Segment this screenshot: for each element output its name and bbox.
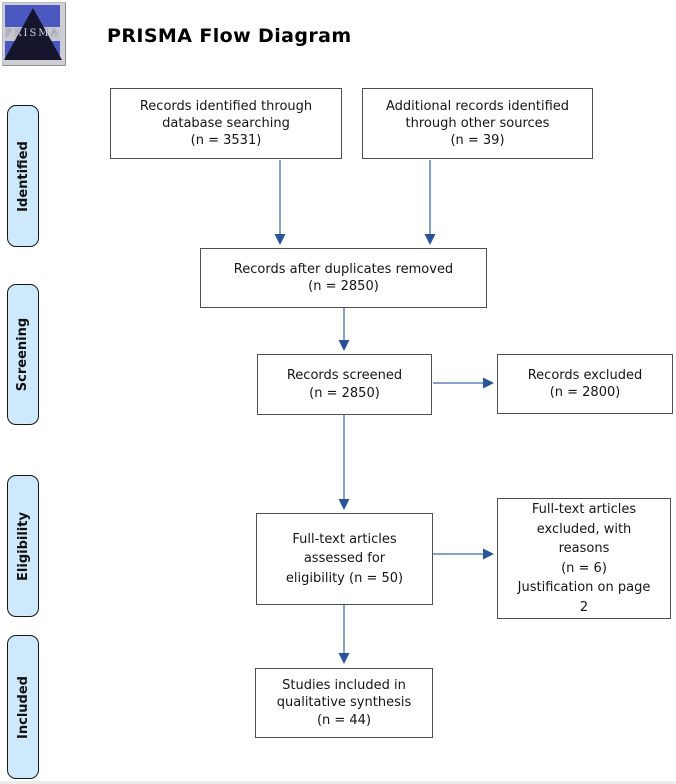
flow-box-text: Records excluded (n = 2800) xyxy=(527,367,643,400)
flow-box-text: Full-text articles assessed for eligibil… xyxy=(285,531,404,586)
flow-box-records-screened: Records screened (n = 2850) xyxy=(257,354,432,415)
stage-label-identified: Identified xyxy=(7,105,39,247)
flow-box-fulltext-excluded: Full-text articles excluded, with reason… xyxy=(497,498,671,619)
flow-box-text: Full-text articles excluded, with reason… xyxy=(517,502,651,615)
flow-box-text: Studies included in qualitative synthesi… xyxy=(276,678,412,728)
prisma-logo: PRISMA xyxy=(2,2,66,66)
flow-box-records-excluded: Records excluded (n = 2800) xyxy=(497,354,673,414)
flow-box-records-after-duplicates-removed: Records after duplicates removed (n = 28… xyxy=(200,248,487,308)
flow-box-records-identified-database: Records identified through database sear… xyxy=(110,88,342,159)
flow-box-studies-included-qualitative: Studies included in qualitative synthesi… xyxy=(255,668,433,738)
prisma-logo-text: PRISMA xyxy=(5,28,60,39)
stage-label-text: Included xyxy=(15,675,31,739)
page-title: PRISMA Flow Diagram xyxy=(107,25,352,47)
stage-label-screening: Screening xyxy=(7,284,39,425)
flow-box-additional-records-other-sources: Additional records identified through ot… xyxy=(362,88,593,159)
bottom-edge-strip xyxy=(0,781,676,784)
stage-label-text: Screening xyxy=(15,317,31,392)
stage-label-included: Included xyxy=(7,635,39,779)
flow-box-text: Records after duplicates removed (n = 28… xyxy=(233,261,454,294)
stage-label-text: Identified xyxy=(15,140,31,212)
flow-box-fulltext-assessed: Full-text articles assessed for eligibil… xyxy=(256,513,433,605)
flow-box-text: Records identified through database sear… xyxy=(139,98,313,149)
stage-label-text: Eligibility xyxy=(15,511,31,581)
prisma-logo-triangle-icon xyxy=(4,8,62,60)
flow-box-text: Additional records identified through ot… xyxy=(385,98,570,149)
stage-label-eligibility: Eligibility xyxy=(7,475,39,617)
flow-box-text: Records screened (n = 2850) xyxy=(286,368,403,401)
